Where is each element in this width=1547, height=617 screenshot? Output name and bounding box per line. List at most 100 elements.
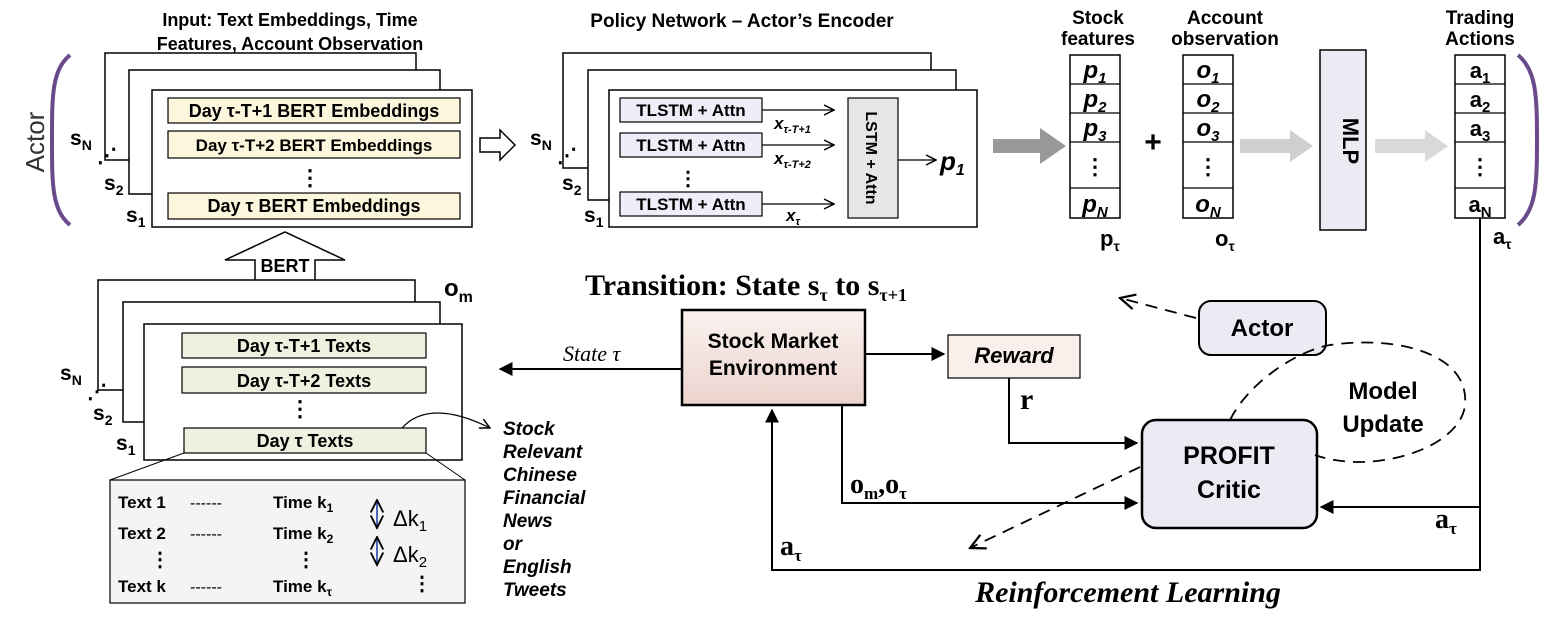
embedding-row-2-label: Day τ-T+2 BERT Embeddings	[196, 136, 433, 155]
actor-box	[1198, 300, 1327, 356]
environment-line-1: Stock Market	[708, 330, 839, 353]
reward-box	[947, 334, 1081, 379]
account-o3: o3	[1196, 115, 1220, 145]
left-bracket	[49, 53, 72, 227]
delta-k2-label: Δk2	[393, 542, 427, 571]
tlstm-label-3: TLSTM + Attn	[636, 195, 745, 214]
lstm-attn-box	[847, 97, 899, 219]
texts-stack: om Day τ-T+1 Texts Day τ-T+2 Texts ⋮ Day…	[60, 275, 490, 461]
embedding-row-1	[167, 97, 461, 124]
input-s-n: sN	[70, 127, 92, 153]
r-label: r	[1020, 383, 1033, 416]
policy-s-dots: ⋰	[557, 145, 577, 167]
detail-dash2: ------	[190, 526, 222, 543]
news-line-4: Financial	[503, 488, 586, 509]
account-o2: o2	[1196, 86, 1220, 116]
tlstm-label-1: TLSTM + Attn	[636, 101, 745, 120]
obs-to-critic-arrow	[841, 405, 1139, 510]
text-row-1-label: Day τ-T+1 Texts	[237, 336, 371, 356]
account-title-1: Account	[1187, 8, 1264, 29]
trading-title-2: Actions	[1445, 29, 1515, 50]
profit-critic: PROFIT Critic	[1140, 418, 1319, 530]
detail-text1: Text 1	[118, 493, 166, 512]
x2-label: xτ-T+2	[773, 149, 811, 171]
policy-network: Policy Network – Actor’s Encoder TLSTM +…	[530, 11, 978, 230]
texts-s-1: s1	[116, 432, 136, 458]
critic-line-1: PROFIT	[1183, 442, 1275, 470]
text-row-1	[181, 332, 427, 359]
trading-bottom: aτ	[1493, 224, 1512, 252]
input-s-1: s1	[126, 204, 146, 230]
texts-s-2: s2	[93, 402, 113, 428]
actor-update-dashed-arrow	[1120, 298, 1197, 319]
critic-box	[1140, 418, 1319, 530]
environment-line-2: Environment	[709, 357, 837, 380]
account-on: oN	[1195, 191, 1222, 221]
account-observation: Account observation o1 o2 o3 ⋮ oN oτ	[1171, 8, 1279, 254]
texts-s-dots: ⋰	[87, 381, 107, 403]
bert-label: BERT	[261, 256, 310, 276]
action-feedback-arrow	[765, 218, 1481, 571]
critic-dashed-arrow	[970, 466, 1141, 548]
detail-time1: Time k1	[273, 493, 334, 515]
text-row-2	[181, 366, 427, 394]
x3-label: xτ	[785, 206, 800, 228]
text-row-3-label: Day τ Texts	[257, 431, 354, 451]
stock-feature-p3: p3	[1082, 115, 1107, 145]
hollow-arrow-to-policy	[479, 128, 517, 162]
detail-dots-mid: ⋮	[296, 549, 316, 571]
embedding-row-1-label: Day τ-T+1 BERT Embeddings	[189, 101, 440, 121]
news-line-3: Chinese	[503, 465, 577, 486]
reward-label: Reward	[974, 343, 1054, 368]
gray-arrow-to-stock-features	[993, 128, 1066, 164]
right-bracket	[1516, 53, 1540, 227]
mlp-label: MLP	[1338, 118, 1363, 164]
mlp-box	[1319, 49, 1367, 231]
rl-label: Reinforcement Learning	[974, 576, 1281, 609]
mlp-block: MLP	[1319, 49, 1367, 231]
stock-features-title-1: Stock	[1072, 8, 1124, 29]
trading-an: aN	[1468, 192, 1491, 221]
x1-label: xτ-T+1	[773, 114, 811, 136]
stock-features: Stock features p1 p2 p3 ⋮ pN pτ	[1061, 8, 1135, 254]
stock-feature-p2: p2	[1082, 86, 1107, 116]
model-update-line-1: Model	[1348, 378, 1417, 405]
stock-features-column	[1069, 54, 1121, 219]
news-line-1: Stock	[503, 419, 556, 440]
transition-title: Transition: State sτ to sτ+1	[585, 269, 907, 305]
model-update-line-2: Update	[1342, 411, 1423, 438]
news-line-6: or	[503, 534, 524, 555]
p1-label: p1	[939, 146, 965, 179]
lstm-attn-label: LSTM + Attn	[862, 111, 879, 204]
text-row-2-label: Day τ-T+2 Texts	[237, 371, 371, 391]
embedding-row-3-label: Day τ BERT Embeddings	[207, 196, 420, 216]
tlstm-label-2: TLSTM + Attn	[636, 136, 745, 155]
trading-a1: a1	[1470, 58, 1491, 87]
news-note: Stock Relevant Chinese Financial News or…	[503, 419, 586, 601]
account-dots: ⋮	[1197, 154, 1219, 179]
news-line-2: Relevant	[503, 442, 583, 463]
text-dots: ⋮	[289, 396, 311, 421]
stock-features-bottom: pτ	[1100, 226, 1120, 254]
stock-market-environment: Stock Market Environment	[680, 308, 867, 407]
texts-s-n: sN	[60, 362, 82, 388]
detail-box	[109, 479, 466, 604]
state-label: State τ	[563, 341, 621, 366]
actor-side-label: Actor	[20, 111, 50, 172]
stock-feature-dots: ⋮	[1084, 154, 1106, 179]
trading-a3: a3	[1470, 116, 1491, 145]
bert-arrow: BERT	[224, 231, 346, 291]
stock-features-title-2: features	[1061, 29, 1135, 50]
policy-s-2: s2	[562, 172, 582, 198]
embedding-row-2	[167, 130, 461, 159]
detail-callout: Text 1 ------ Time k1 Text 2 ------ Time…	[109, 452, 466, 604]
input-s-2: s2	[104, 172, 124, 198]
tlstm-dots: ⋮	[678, 168, 698, 190]
input-title-line1: Input: Text Embeddings, Time	[162, 10, 417, 30]
actor-box-label: Actor	[1231, 315, 1294, 342]
trading-actions: Trading Actions a1 a2 a3 ⋮ aN aτ	[1445, 8, 1540, 252]
input-embeddings: Input: Text Embeddings, Time Features, A…	[70, 10, 473, 230]
policy-s-1: s1	[584, 204, 604, 230]
input-s-dots: ⋰	[97, 145, 117, 167]
